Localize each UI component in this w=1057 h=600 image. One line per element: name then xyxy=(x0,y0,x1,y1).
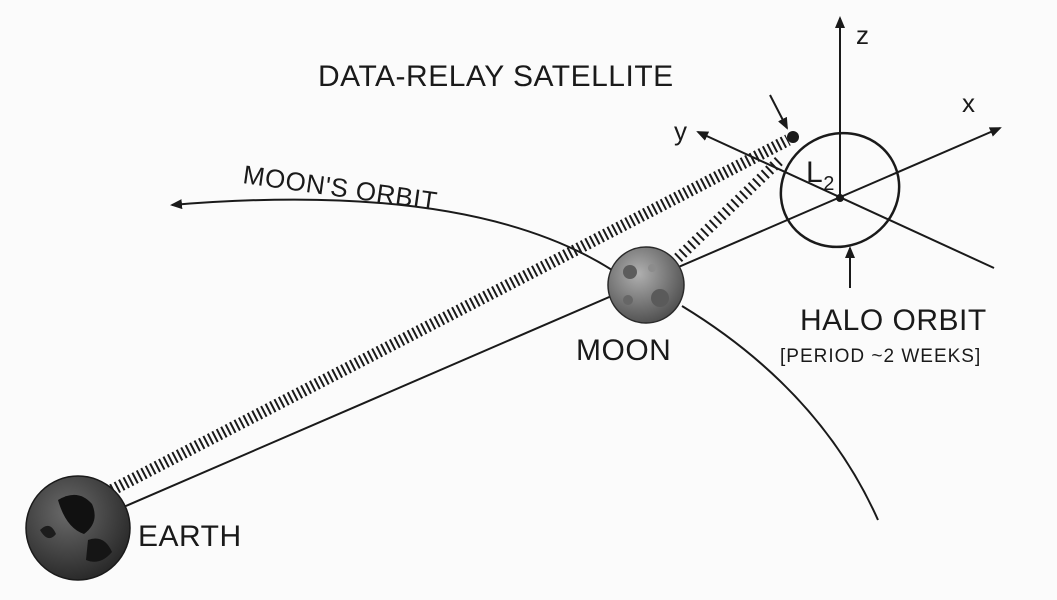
y-axis xyxy=(696,131,995,269)
halo-orbit-ellipse xyxy=(779,131,901,249)
x-axis-label: x xyxy=(962,88,975,118)
l2-letter: L xyxy=(806,156,823,189)
l2-subscript: 2 xyxy=(823,173,835,195)
moon-satellite-beam xyxy=(674,156,784,262)
l2-point xyxy=(836,194,844,202)
satellite-label: DATA-RELAY SATELLITE xyxy=(318,60,674,93)
earth-body xyxy=(25,475,131,581)
l2-label: L2 xyxy=(806,156,835,195)
satellite-pointer-arrow xyxy=(769,94,788,130)
z-axis-label: z xyxy=(856,20,869,50)
earth-satellite-beam xyxy=(109,134,791,496)
moons-orbit-arc-upper xyxy=(170,198,613,271)
moons-orbit-label: MOON'S ORBIT xyxy=(241,159,439,216)
earth-label: EARTH xyxy=(138,520,242,553)
satellite-marker xyxy=(787,131,799,143)
earth-moon-l2-line xyxy=(111,127,1002,513)
moon-body xyxy=(607,246,685,324)
halo-orbit-label: HALO ORBIT xyxy=(800,304,987,337)
moon-label: MOON xyxy=(576,334,671,367)
moons-orbit-arc-lower xyxy=(681,305,879,521)
halo-period-label: [PERIOD ~2 WEEKS] xyxy=(780,346,981,367)
y-axis-label: y xyxy=(674,116,687,146)
